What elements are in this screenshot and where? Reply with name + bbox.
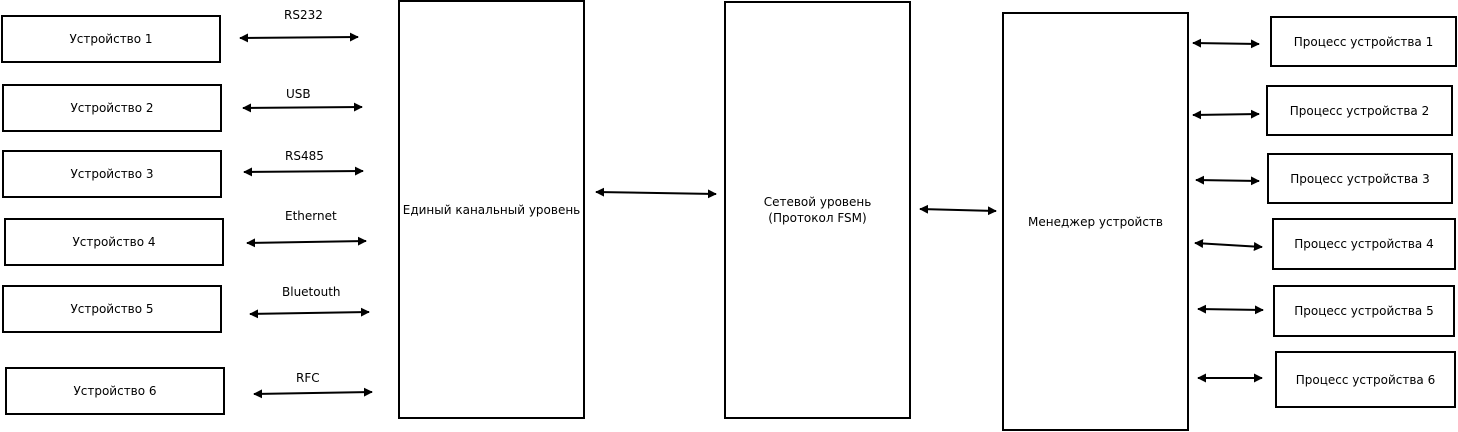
device-label: Устройство 5 bbox=[70, 302, 154, 316]
device-manager-box: Менеджер устройств bbox=[1002, 12, 1189, 431]
device-label: Устройство 1 bbox=[69, 32, 153, 46]
process-box-5: Процесс устройства 5 bbox=[1273, 285, 1455, 337]
process-label: Процесс устройства 6 bbox=[1295, 372, 1436, 387]
interface-label-bluetooth: Bluetouth bbox=[282, 285, 341, 299]
arrow-link-network bbox=[595, 187, 717, 199]
arrow-device6-link bbox=[253, 387, 373, 399]
device-box-5: Устройство 5 bbox=[2, 285, 222, 333]
device-box-3: Устройство 3 bbox=[2, 150, 222, 198]
interface-label-usb: USB bbox=[286, 87, 311, 101]
process-box-1: Процесс устройства 1 bbox=[1270, 16, 1457, 67]
process-label: Процесс устройства 2 bbox=[1289, 103, 1430, 118]
interface-label-ethernet: Ethernet bbox=[285, 209, 337, 223]
device-label: Устройство 4 bbox=[72, 235, 156, 249]
process-label: Процесс устройства 1 bbox=[1293, 34, 1434, 49]
process-box-3: Процесс устройства 3 bbox=[1267, 153, 1453, 204]
interface-label-rs232: RS232 bbox=[284, 8, 323, 22]
device-manager-label: Менеджер устройств bbox=[1028, 214, 1163, 229]
process-label: Процесс устройства 5 bbox=[1294, 304, 1434, 318]
device-box-6: Устройство 6 bbox=[5, 367, 225, 415]
network-layer-label: Сетевой уровень bbox=[763, 195, 872, 209]
link-layer-label: Единый канальный уровень bbox=[402, 202, 581, 217]
arrow-device2-link bbox=[242, 102, 363, 113]
arrow-network-manager bbox=[919, 204, 997, 216]
process-label: Процесс устройства 3 bbox=[1290, 171, 1430, 186]
arrow-device3-link bbox=[243, 166, 364, 177]
arrow-manager-process3 bbox=[1195, 175, 1260, 186]
arrow-device1-link bbox=[239, 32, 359, 43]
interface-label-rfc: RFC bbox=[296, 371, 320, 385]
network-layer-sublabel: (Протокол FSM) bbox=[768, 211, 867, 225]
device-box-1: Устройство 1 bbox=[1, 15, 221, 63]
device-box-2: Устройство 2 bbox=[2, 84, 222, 132]
link-layer-box: Единый канальный уровень bbox=[398, 0, 585, 419]
arrow-manager-process4 bbox=[1194, 238, 1263, 252]
arrow-manager-process1 bbox=[1192, 38, 1260, 49]
network-layer-box: Сетевой уровень (Протокол FSM) bbox=[724, 1, 911, 419]
device-box-4: Устройство 4 bbox=[4, 218, 224, 266]
interface-label-rs485: RS485 bbox=[285, 149, 324, 163]
arrow-device5-link bbox=[249, 307, 370, 319]
arrow-manager-process5 bbox=[1197, 304, 1264, 315]
arrow-manager-process2 bbox=[1192, 109, 1260, 120]
device-label: Устройство 2 bbox=[70, 101, 154, 115]
process-box-6: Процесс устройства 6 bbox=[1275, 351, 1456, 408]
process-label: Процесс устройства 4 bbox=[1294, 237, 1434, 251]
device-label: Устройство 6 bbox=[73, 384, 157, 398]
arrow-device4-link bbox=[246, 236, 367, 248]
process-box-2: Процесс устройства 2 bbox=[1266, 85, 1453, 136]
device-label: Устройство 3 bbox=[70, 167, 154, 181]
process-box-4: Процесс устройства 4 bbox=[1272, 218, 1456, 270]
